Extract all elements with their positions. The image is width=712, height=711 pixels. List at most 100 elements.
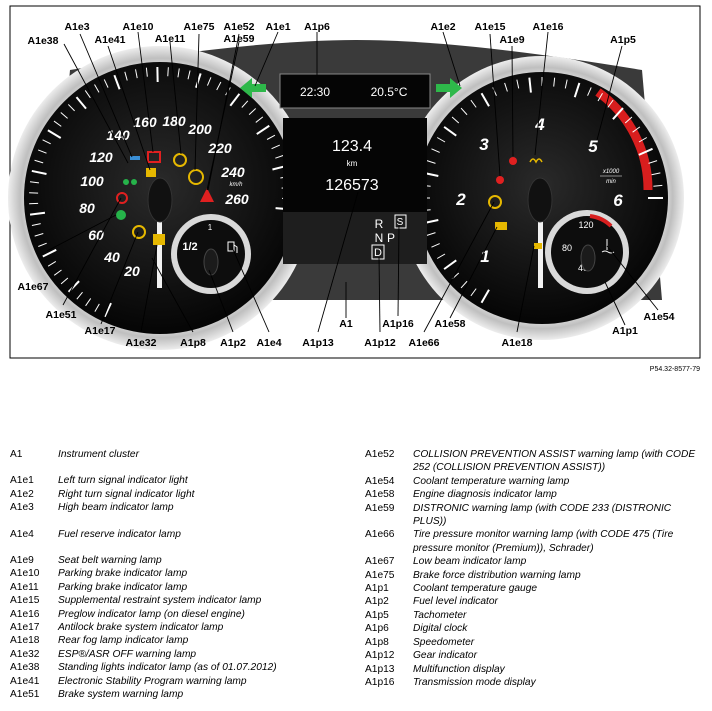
tick-mark xyxy=(167,67,169,77)
tick-mark xyxy=(266,134,276,140)
tire-pressure-icon xyxy=(488,195,502,209)
tick-mark xyxy=(648,160,658,164)
legend-code: A1p5 xyxy=(365,609,389,621)
rpm-tick-label: 2 xyxy=(455,190,466,209)
legend-code: A1e2 xyxy=(10,488,34,500)
tick-mark xyxy=(34,159,44,164)
speed-tick-label: 260 xyxy=(224,191,249,207)
legend-code: A1e59 xyxy=(365,502,395,514)
callout-label: A1e52 xyxy=(224,21,255,33)
tick-mark xyxy=(564,79,568,89)
tick-mark xyxy=(426,160,436,164)
tick-mark xyxy=(436,253,446,259)
callout-label: A1e75 xyxy=(184,21,215,33)
callout-label: A1p6 xyxy=(304,21,330,33)
legend-description: Multifunction display xyxy=(413,663,505,675)
callout-leader-lines xyxy=(46,31,659,333)
tachometer-tick-marks xyxy=(421,77,663,304)
tick-mark xyxy=(29,181,40,184)
legend-code: A1e54 xyxy=(365,475,395,487)
tick-mark xyxy=(587,87,592,96)
speedometer-tick-labels: 20 40 60 80 100 120 140 160 180 200 220 … xyxy=(79,113,249,279)
rpm-unit-top: x1000 xyxy=(602,169,620,175)
tick-mark xyxy=(426,232,436,236)
speed-tick-label: 60 xyxy=(88,227,104,243)
callout-label: A1p13 xyxy=(302,337,334,349)
tick-mark xyxy=(135,69,138,79)
legend-code: A1p6 xyxy=(365,623,389,635)
legend-description: High beam indicator lamp xyxy=(58,502,174,514)
gear-n: N xyxy=(375,231,384,245)
tick-mark xyxy=(195,73,202,89)
callout-label: A1p2 xyxy=(220,337,246,349)
preglow-icon xyxy=(529,158,543,164)
tick-mark xyxy=(248,108,257,116)
tick-mark xyxy=(60,112,68,119)
callout-label: A1e41 xyxy=(95,34,126,46)
speed-tick-label: 200 xyxy=(187,121,212,137)
legend-description: Instrument cluster xyxy=(58,449,139,460)
tick-mark xyxy=(31,169,47,176)
outside-temp-text: 20.5°C xyxy=(371,85,408,99)
tick-mark xyxy=(85,298,92,307)
tick-mark xyxy=(29,211,46,216)
speed-tick-label: 160 xyxy=(133,114,157,130)
gear-r: R xyxy=(375,217,384,231)
legend-description: Right turn signal indicator light xyxy=(58,488,195,500)
tick-mark xyxy=(53,120,62,127)
callout-label: A1p1 xyxy=(612,325,638,337)
legend-description: Fuel level indicator xyxy=(413,596,498,608)
speed-tick-label: 220 xyxy=(207,140,232,156)
legend-code: A1p13 xyxy=(365,663,395,675)
tachometer-redline xyxy=(595,88,653,191)
odometer-text: 126573 xyxy=(325,177,378,194)
tick-mark xyxy=(460,107,468,116)
legend-description: Fuel reserve indicator lamp xyxy=(58,528,181,540)
legend-code: A1e58 xyxy=(365,489,395,501)
tick-mark xyxy=(528,77,532,93)
legend-code: A1p16 xyxy=(365,676,395,688)
rpm-tick-label: 1 xyxy=(480,247,489,266)
tick-mark xyxy=(94,84,100,93)
callout-label: A1e18 xyxy=(502,337,533,349)
callout-label: A1p8 xyxy=(180,337,206,349)
legend-description: Gear indicator xyxy=(413,650,477,662)
tick-mark xyxy=(42,139,51,145)
legend-row: A1p13 Multifunction display xyxy=(365,663,705,676)
speed-tick-label: 120 xyxy=(89,149,113,165)
legend-code: A1e4 xyxy=(10,528,34,540)
callout-label: A1e58 xyxy=(435,318,466,330)
callout-label: A1e1 xyxy=(265,21,290,33)
tick-mark xyxy=(84,90,91,99)
callout-label: A1e32 xyxy=(126,337,157,349)
tick-mark xyxy=(75,96,87,110)
callout-label: A1e3 xyxy=(64,21,89,33)
gear-d-box xyxy=(371,244,385,260)
fuel-gauge-hub xyxy=(203,248,219,276)
legend-code: A1e10 xyxy=(10,568,40,580)
tick-mark xyxy=(31,223,41,226)
legend-code: A1e66 xyxy=(365,529,395,541)
tick-mark xyxy=(624,116,633,124)
tick-mark xyxy=(492,87,497,96)
tick-mark xyxy=(638,147,653,156)
legend-code: A1e41 xyxy=(10,675,40,687)
legend-code: A1e75 xyxy=(365,569,395,581)
callout-label: A1e38 xyxy=(28,35,59,47)
rpm-tick-label: 3 xyxy=(479,135,489,154)
legend-code: A1e3 xyxy=(10,502,34,514)
rear-fog-icon xyxy=(534,243,542,249)
speed-tick-label: 20 xyxy=(123,263,140,279)
legend-code: A1p8 xyxy=(365,636,389,648)
